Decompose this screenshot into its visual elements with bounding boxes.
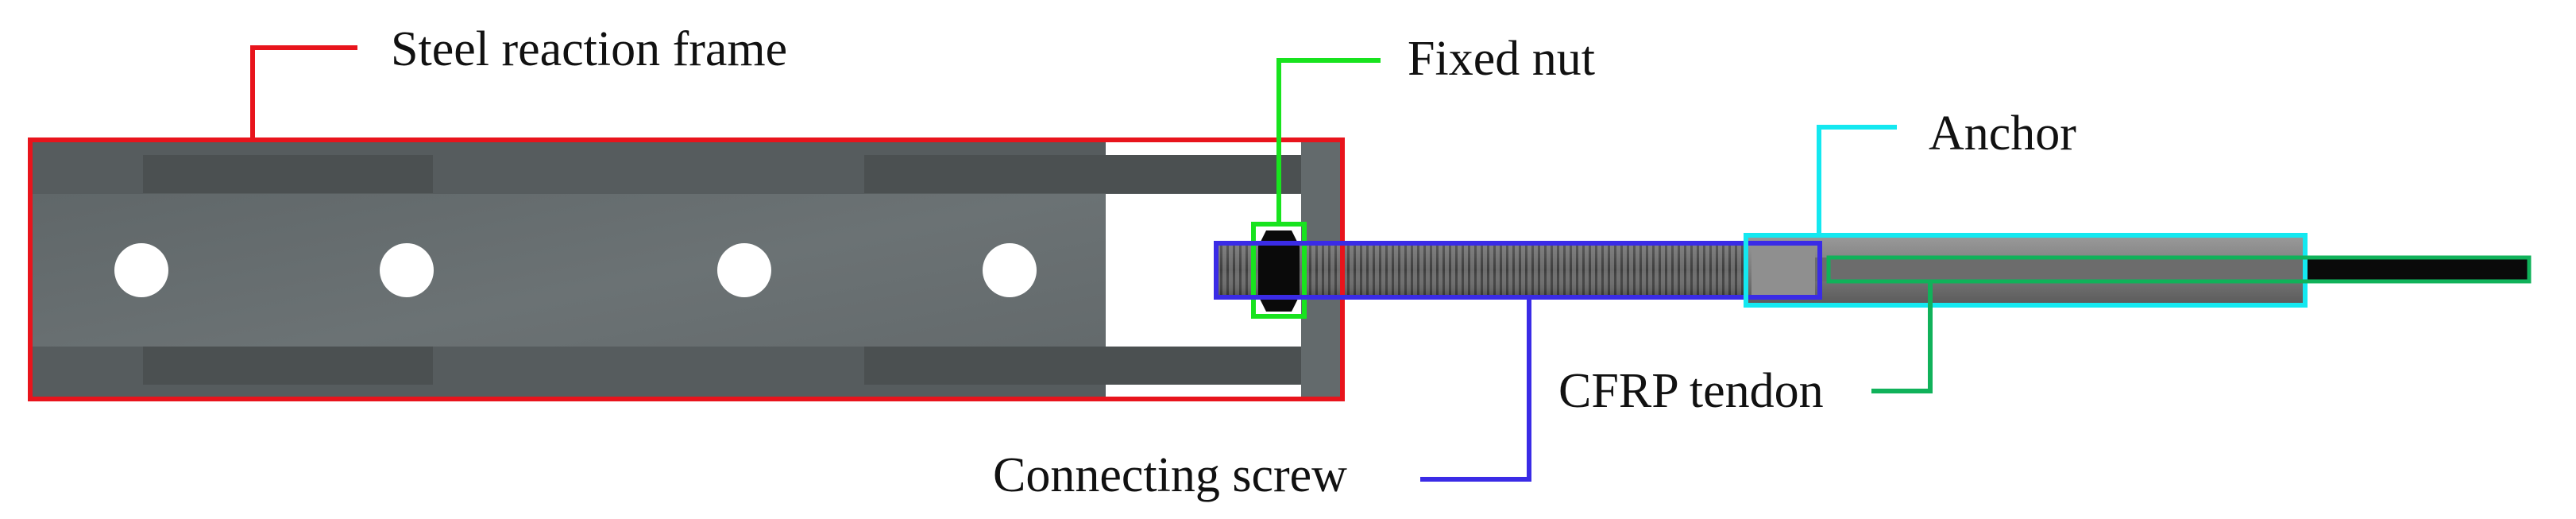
anchor-leader-line bbox=[1817, 125, 1897, 235]
connecting-screw bbox=[1216, 243, 1820, 297]
anchor-inner-sleeve bbox=[1751, 243, 1815, 297]
screw-thread-shade bbox=[1216, 243, 1820, 297]
tendon-leader-line bbox=[1871, 281, 1933, 393]
frame-lower-plate-right bbox=[864, 347, 1301, 385]
frame-lower-plate-left bbox=[143, 347, 433, 385]
tendon-callout-box bbox=[1826, 255, 2532, 284]
anchor-core-line bbox=[1815, 258, 2305, 281]
screw-label: Connecting screw bbox=[993, 448, 1347, 502]
steel-reaction-frame bbox=[30, 141, 1341, 399]
bolt-hole bbox=[380, 243, 434, 297]
frame-cutout-bottom bbox=[1106, 385, 1301, 399]
anchor-label: Anchor bbox=[1929, 107, 2076, 161]
bolt-hole bbox=[717, 243, 771, 297]
screw-leader-line bbox=[1420, 297, 1531, 482]
tendon-label: CFRP tendon bbox=[1558, 364, 1824, 418]
anchor bbox=[1746, 235, 2305, 305]
screw-callout-box bbox=[1214, 241, 1822, 300]
fixed-nut bbox=[1258, 230, 1300, 312]
bolt-hole bbox=[114, 243, 168, 297]
frame-leader-line bbox=[250, 45, 357, 140]
frame-label: Steel reaction frame bbox=[391, 22, 787, 76]
frame-cutout-top bbox=[1106, 141, 1301, 155]
frame-callout-box bbox=[28, 137, 1345, 401]
cfrp-tendon-rod bbox=[2305, 258, 2529, 281]
bolt-hole bbox=[983, 243, 1037, 297]
frame-upper-plate-right bbox=[864, 155, 1301, 193]
nut-leader-line bbox=[1276, 58, 1381, 224]
anchor-callout-box bbox=[1744, 233, 2308, 308]
frame-upper-plate-left bbox=[143, 155, 433, 193]
nut-label: Fixed nut bbox=[1408, 32, 1595, 86]
